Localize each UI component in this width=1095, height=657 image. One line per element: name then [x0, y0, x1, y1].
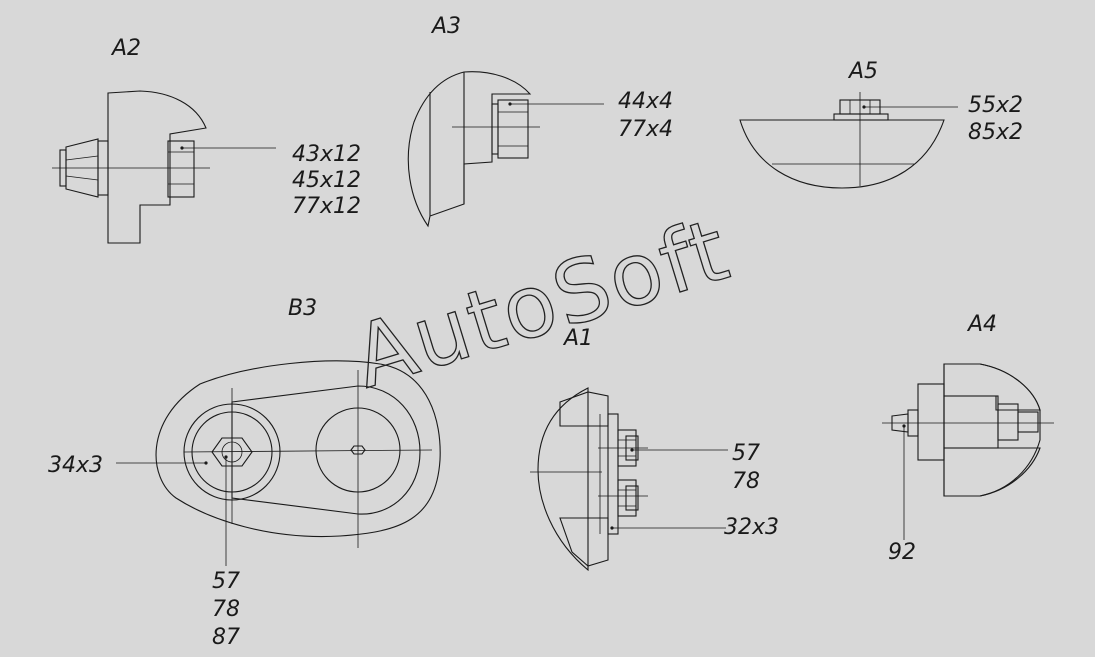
view-b3: B3 34x3 57 78 87	[48, 296, 441, 650]
a2-plate	[107, 90, 207, 244]
a2-callout-1: 43x12	[292, 142, 361, 167]
a1-upper-flange	[559, 391, 609, 427]
view-a1-title: A1	[562, 326, 593, 351]
view-a4-title: A4	[966, 312, 997, 337]
b3-bottom-callout-1: 57	[212, 569, 240, 594]
view-a2-title: A2	[110, 36, 141, 61]
a2-callout-2: 45x12	[292, 168, 361, 193]
a3-callout-1: 44x4	[618, 89, 673, 114]
view-b3-title: B3	[288, 296, 317, 321]
a1-plate	[607, 413, 619, 535]
watermark: AutoSoft	[342, 199, 741, 409]
a1-callout-1: 57	[732, 441, 760, 466]
a1-lower-flange	[559, 517, 609, 567]
a2-callout-3: 77x12	[292, 194, 361, 219]
a1-body	[537, 387, 589, 572]
a1-callout-2: 78	[732, 469, 760, 494]
view-a5-title: A5	[847, 59, 878, 84]
watermark-text: AutoSoft	[343, 200, 741, 408]
b3-left-callout: 34x3	[48, 453, 103, 478]
a3-body	[407, 71, 532, 228]
a4-flange	[917, 383, 945, 461]
view-a5: A5 55x2 85x2	[739, 59, 1023, 189]
a4-bottom-callout: 92	[888, 540, 916, 565]
a3-callout-2: 77x4	[618, 117, 673, 142]
b3-belt	[231, 385, 421, 515]
a3-bolt-head	[497, 99, 529, 159]
b3-bottom-callout-3: 87	[212, 625, 240, 650]
view-a4: A4 92	[882, 312, 1054, 565]
view-a3-title: A3	[430, 14, 461, 39]
b3-housing	[155, 360, 441, 538]
a5-callout-2: 85x2	[968, 120, 1023, 145]
a2-bolt-head	[167, 140, 195, 198]
a1-bolt-lower	[617, 479, 637, 517]
view-a1: A1 57 78 32x3	[530, 326, 779, 572]
view-a2: A2 43x12 45x12 77x12	[52, 36, 361, 244]
view-a3: A3 44x4 77x4	[407, 14, 673, 228]
a5-dome	[739, 119, 945, 189]
a1-lower-callout: 32x3	[724, 515, 779, 540]
b3-bottom-callout-2: 78	[212, 597, 240, 622]
a4-body	[943, 363, 1041, 497]
a5-callout-1: 55x2	[968, 93, 1023, 118]
